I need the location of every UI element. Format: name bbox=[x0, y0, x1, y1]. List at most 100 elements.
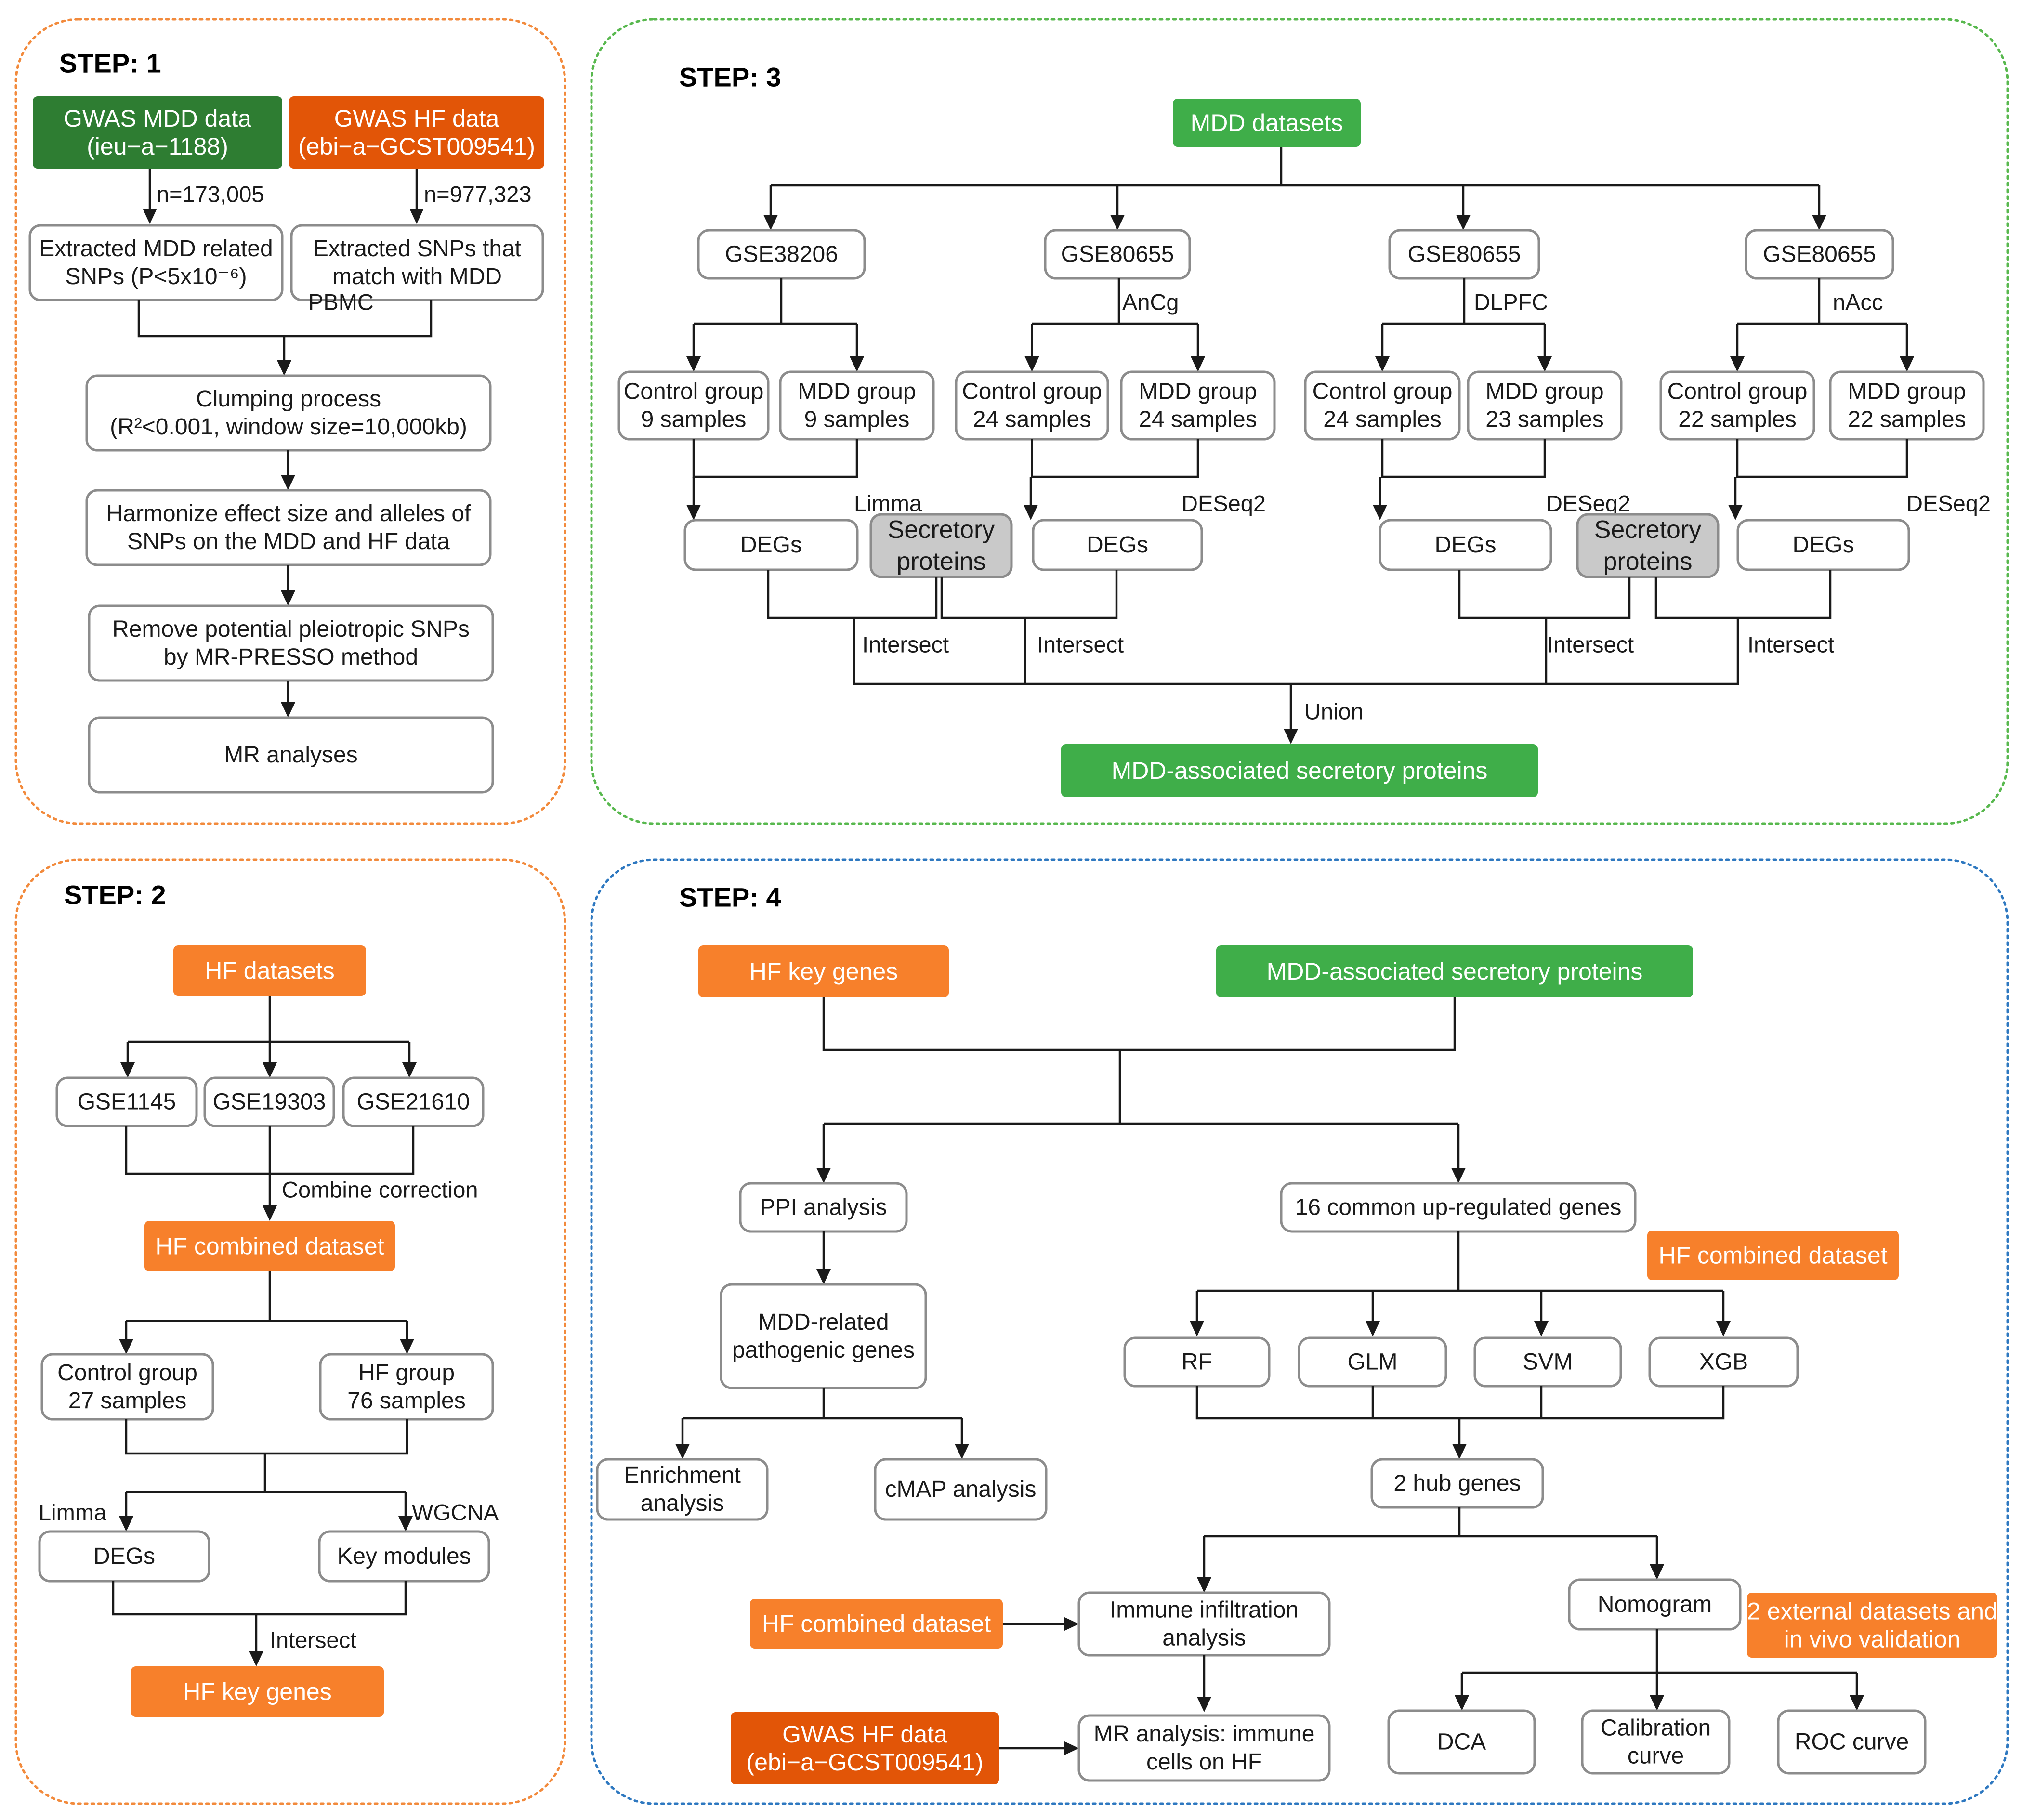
arrow-to-common-head bbox=[1451, 1168, 1466, 1183]
cmap-box-label: cMAP analysis bbox=[885, 1477, 1037, 1502]
combine-correction-label: Combine correction bbox=[282, 1177, 478, 1203]
intersect-2-label: Intersect bbox=[1037, 632, 1124, 657]
control-group-27-box-frame bbox=[40, 1353, 214, 1421]
step2-title: STEP: 2 bbox=[64, 880, 166, 910]
mr-box: MR analyses bbox=[88, 716, 494, 794]
key-modules-box-label: Key modules bbox=[337, 1544, 471, 1569]
arrow-to-modules-head bbox=[398, 1516, 413, 1532]
extract-hf-box-line-2: match with MDD bbox=[332, 264, 502, 289]
nomogram-box-frame bbox=[1568, 1578, 1742, 1631]
extract-mdd-box-line-2: SNPs (P<5x10⁻⁶) bbox=[65, 264, 247, 289]
extract-mdd-box-frame bbox=[28, 224, 284, 301]
method-1-label: Limma bbox=[854, 491, 922, 516]
model-rf-box-label: RF bbox=[1182, 1349, 1212, 1375]
arrow-ctl-1-head bbox=[686, 356, 701, 372]
degs-1-box-label: DEGs bbox=[740, 532, 802, 558]
degs-box-step2: DEGs bbox=[38, 1530, 210, 1583]
arrow-to-degs-step2-head bbox=[119, 1516, 133, 1532]
degs-4-box-frame bbox=[1736, 519, 1910, 571]
harmonize-box-line-2: SNPs on the MDD and HF data bbox=[127, 529, 450, 554]
gwas-mdd-box-line-1: GWAS MDD data bbox=[64, 105, 251, 132]
roc-curve-box-frame bbox=[1777, 1709, 1927, 1775]
arrow-to-hf76-head bbox=[400, 1339, 414, 1354]
model-svm-box-frame bbox=[1473, 1336, 1622, 1388]
n-mdd-label: n=173,005 bbox=[157, 182, 264, 207]
control-group-27-box-line-1: Control group bbox=[57, 1360, 197, 1386]
secretory-proteins-1-box-line-1: Secretory bbox=[888, 516, 995, 544]
key-modules-box: Key modules bbox=[318, 1530, 490, 1583]
arrow-to-gse1145-head bbox=[120, 1062, 135, 1078]
nomogram-box-label: Nomogram bbox=[1598, 1592, 1712, 1617]
intersect-3-label: Intersect bbox=[1547, 632, 1634, 657]
model-glm-box-label: GLM bbox=[1347, 1349, 1397, 1375]
degs-box-step2-frame bbox=[38, 1530, 210, 1583]
degs-1-box: DEGs bbox=[683, 519, 859, 571]
degs-4-box: DEGs bbox=[1736, 519, 1910, 571]
hf-combined-box-b-label: HF combined dataset bbox=[762, 1611, 991, 1637]
mdd-datasets-box-frame bbox=[1173, 99, 1361, 147]
mdd-related-box-line-2: pathogenic genes bbox=[732, 1337, 915, 1363]
arrow-ctl-2-head bbox=[1024, 356, 1039, 372]
model-svm-box: SVM bbox=[1473, 1336, 1622, 1388]
hf-combined-box-a: HF combined dataset bbox=[1647, 1231, 1899, 1280]
enrichment-box-line-2: analysis bbox=[641, 1491, 724, 1516]
tissue-3-label: DLPFC bbox=[1474, 289, 1548, 315]
arrow-to-cmap-head bbox=[955, 1444, 969, 1459]
arrow-to-degs-2-head bbox=[1024, 505, 1038, 520]
model-xgb-box: XGB bbox=[1648, 1336, 1799, 1388]
step3-panel bbox=[590, 18, 2009, 825]
harmonize-box-line-1: Harmonize effect size and alleles of bbox=[106, 501, 472, 526]
gse-2-box-frame bbox=[1044, 229, 1191, 280]
external-validation-box-line-1: 2 external datasets and bbox=[1747, 1598, 1997, 1625]
gse21610-box: GSE21610 bbox=[342, 1076, 485, 1127]
arrow-to-control27-head bbox=[119, 1339, 133, 1354]
cmap-box-frame bbox=[874, 1458, 1048, 1521]
intersect-step2-label: Intersect bbox=[270, 1627, 356, 1653]
gse-4-box-label: GSE80655 bbox=[1763, 242, 1876, 267]
extract-hf-box-frame bbox=[290, 224, 544, 301]
control-group-4-box-line-1: Control group bbox=[1667, 379, 1808, 405]
mr-immune-box-line-2: cells on HF bbox=[1146, 1749, 1262, 1775]
hf-combined-box-b-frame bbox=[750, 1599, 1003, 1649]
hf-combined-box-a-label: HF combined dataset bbox=[1658, 1242, 1887, 1269]
arrow-to-hub-head bbox=[1452, 1444, 1467, 1459]
hf-group-76-box-line-1: HF group bbox=[358, 1360, 455, 1386]
calibration-curve-box-line-2: curve bbox=[1628, 1743, 1684, 1769]
gwas-hf-box-step1-line-1: GWAS HF data bbox=[334, 105, 499, 132]
control-group-4-box-line-2: 22 samples bbox=[1678, 407, 1796, 432]
key-modules-box-frame bbox=[318, 1530, 490, 1583]
hf-key-genes-box-step2-label: HF key genes bbox=[183, 1678, 331, 1705]
step1-title: STEP: 1 bbox=[59, 48, 161, 79]
mdd-secretory-result-box-label: MDD-associated secretory proteins bbox=[1112, 757, 1488, 784]
arrow-to-combined-head bbox=[263, 1205, 277, 1221]
hf-combined-box-step2-frame bbox=[144, 1221, 395, 1271]
step1-panel bbox=[14, 18, 566, 825]
step3-title: STEP: 3 bbox=[679, 62, 781, 92]
calibration-curve-box-line-1: Calibration bbox=[1601, 1715, 1711, 1741]
arrow-to-model-4-head bbox=[1716, 1321, 1731, 1336]
arrow-mdd-2-head bbox=[1191, 356, 1205, 372]
mdd-related-box-line-1: MDD-related bbox=[758, 1309, 889, 1335]
immune-infiltration-box-line-2: analysis bbox=[1162, 1625, 1246, 1651]
method-4-label: DESeq2 bbox=[1906, 491, 1991, 516]
tissue-4-label: nAcc bbox=[1833, 289, 1883, 315]
groups-1-merge bbox=[692, 439, 858, 478]
model-svm-box-label: SVM bbox=[1523, 1349, 1573, 1375]
arrow-ctl-4-head bbox=[1730, 356, 1745, 372]
gse19303-box: GSE19303 bbox=[203, 1076, 335, 1127]
gse-2-box-label: GSE80655 bbox=[1061, 242, 1174, 267]
n-hf-label: n=977,323 bbox=[424, 182, 531, 207]
arrow-mdd-to-gse-1-head bbox=[763, 215, 778, 230]
arrow-mdd-3-head bbox=[1537, 356, 1552, 372]
arrow-to-model-3-head bbox=[1534, 1321, 1549, 1336]
hf-combined-box-b: HF combined dataset bbox=[750, 1599, 1003, 1649]
cmap-box: cMAP analysis bbox=[874, 1458, 1048, 1521]
